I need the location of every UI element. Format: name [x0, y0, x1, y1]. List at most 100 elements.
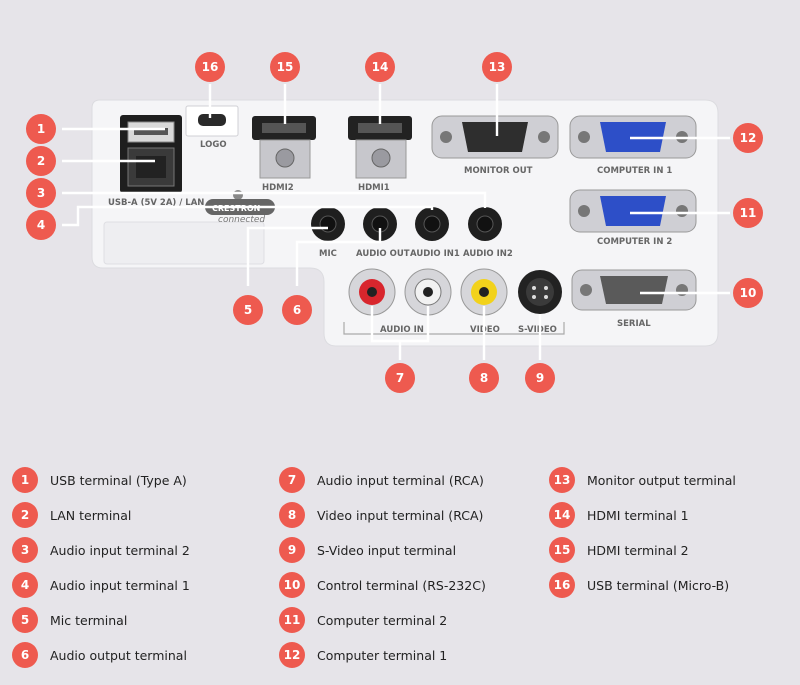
legend-badge: 1 — [12, 467, 38, 493]
legend-label: Audio input terminal (RCA) — [317, 472, 484, 488]
legend-item-11: 11 Computer terminal 2 — [279, 606, 447, 634]
legend-label: Audio input terminal 2 — [50, 542, 190, 558]
callout-16: 16 — [195, 52, 225, 82]
svg-text:3: 3 — [37, 186, 45, 200]
legend-badge: 16 — [549, 572, 575, 598]
svg-text:1: 1 — [37, 122, 45, 136]
legend-item-9: 9 S-Video input terminal — [279, 536, 456, 564]
serial-label: SERIAL — [617, 319, 651, 329]
audio-out-label: AUDIO OUT — [356, 249, 410, 259]
legend-label: Audio input terminal 1 — [50, 577, 190, 593]
callout-5: 5 — [233, 295, 263, 325]
audio-in1-jack: AUDIO IN1 — [410, 207, 460, 259]
crestron-text: CRESTRON — [212, 204, 260, 213]
legend-label: Computer terminal 1 — [317, 647, 448, 663]
hdmi1-block: HDMI1 — [348, 116, 412, 193]
svg-text:2: 2 — [37, 154, 45, 168]
svg-text:7: 7 — [396, 371, 404, 385]
computer-in2-block: COMPUTER IN 2 — [569, 189, 697, 247]
audio-in1-label: AUDIO IN1 — [410, 249, 460, 259]
svg-text:13: 13 — [489, 60, 506, 74]
legend-item-7: 7 Audio input terminal (RCA) — [279, 466, 484, 494]
legend-label: S-Video input terminal — [317, 542, 457, 558]
legend-label: USB terminal (Type A) — [50, 472, 187, 488]
connected-text: connected — [218, 215, 265, 225]
legend-badge: 3 — [12, 537, 38, 563]
callout-3: 3 — [26, 178, 56, 208]
usb-lan-block: USB-A (5V 2A) / LAN — [108, 115, 204, 208]
legend-label: Audio output terminal — [50, 647, 187, 663]
svg-text:9: 9 — [536, 371, 544, 385]
hdmi1-label: HDMI1 — [358, 183, 390, 193]
legend-badge: 6 — [12, 642, 38, 668]
computer-in1-label: COMPUTER IN 1 — [597, 166, 672, 176]
legend-label: USB terminal (Micro-B) — [587, 577, 730, 593]
leader-lines — [62, 84, 730, 360]
panel-recess — [103, 221, 265, 265]
callout-8: 8 — [469, 363, 499, 393]
logo-label: LOGO — [200, 140, 227, 150]
legend-item-14: 14 HDMI terminal 1 — [549, 501, 689, 529]
legend-badge: 9 — [279, 537, 305, 563]
legend-badge: 8 — [279, 502, 305, 528]
callout-10: 10 — [733, 278, 763, 308]
svg-text:11: 11 — [740, 206, 757, 220]
legend-item-6: 6 Audio output terminal — [12, 641, 187, 669]
audio-in2-label: AUDIO IN2 — [463, 249, 513, 259]
audio-in-label: AUDIO IN — [380, 325, 424, 335]
computer-in2-label: COMPUTER IN 2 — [597, 237, 672, 247]
legend-label: Computer terminal 2 — [317, 612, 448, 628]
callout-6: 6 — [282, 295, 312, 325]
legend-badge: 15 — [549, 537, 575, 563]
legend-badge: 2 — [12, 502, 38, 528]
legend-label: Mic terminal — [50, 612, 128, 628]
legend-item-1: 1 USB terminal (Type A) — [12, 466, 187, 494]
hdmi2-block: HDMI2 — [252, 116, 316, 193]
micro-usb-block: LOGO — [185, 105, 239, 150]
legend-badge: 11 — [279, 607, 305, 633]
legend-label: HDMI terminal 1 — [587, 507, 689, 523]
rca-video-yellow — [460, 268, 508, 316]
audio-in-bracket — [343, 322, 565, 335]
callout-13: 13 — [482, 52, 512, 82]
legend-badge: 13 — [549, 467, 575, 493]
callout-15: 15 — [270, 52, 300, 82]
audio-out-jack: AUDIO OUT — [356, 207, 410, 259]
legend-item-16: 16 USB terminal (Micro-B) — [549, 571, 729, 599]
legend-badge: 14 — [549, 502, 575, 528]
monitor-out-label: MONITOR OUT — [464, 166, 533, 176]
projector-panel — [91, 99, 719, 347]
mic-label: MIC — [319, 249, 337, 259]
svg-text:14: 14 — [372, 60, 389, 74]
legend-label: HDMI terminal 2 — [587, 542, 689, 558]
s-video-jack — [518, 270, 562, 314]
legend-badge: 7 — [279, 467, 305, 493]
legend-item-15: 15 HDMI terminal 2 — [549, 536, 689, 564]
svg-text:5: 5 — [244, 303, 252, 317]
usb-lan-label: USB-A (5V 2A) / LAN — [108, 198, 204, 208]
legend-badge: 10 — [279, 572, 305, 598]
hdmi2-label: HDMI2 — [262, 183, 294, 193]
callout-7: 7 — [385, 363, 415, 393]
legend-item-3: 3 Audio input terminal 2 — [12, 536, 190, 564]
svg-text:12: 12 — [740, 131, 757, 145]
svg-text:10: 10 — [740, 286, 757, 300]
callout-14: 14 — [365, 52, 395, 82]
callout-11: 11 — [733, 198, 763, 228]
svg-text:4: 4 — [37, 218, 45, 232]
callout-9: 9 — [525, 363, 555, 393]
legend-badge: 12 — [279, 642, 305, 668]
svg-text:16: 16 — [202, 60, 219, 74]
monitor-out-port — [462, 122, 528, 152]
s-video-label: S-VIDEO — [518, 325, 557, 335]
serial-block: SERIAL — [571, 269, 697, 329]
micro-usb-port — [198, 114, 226, 126]
audio-in2-jack: AUDIO IN2 — [463, 207, 513, 259]
callout-12: 12 — [733, 123, 763, 153]
monitor-out-block: MONITOR OUT — [431, 115, 559, 176]
